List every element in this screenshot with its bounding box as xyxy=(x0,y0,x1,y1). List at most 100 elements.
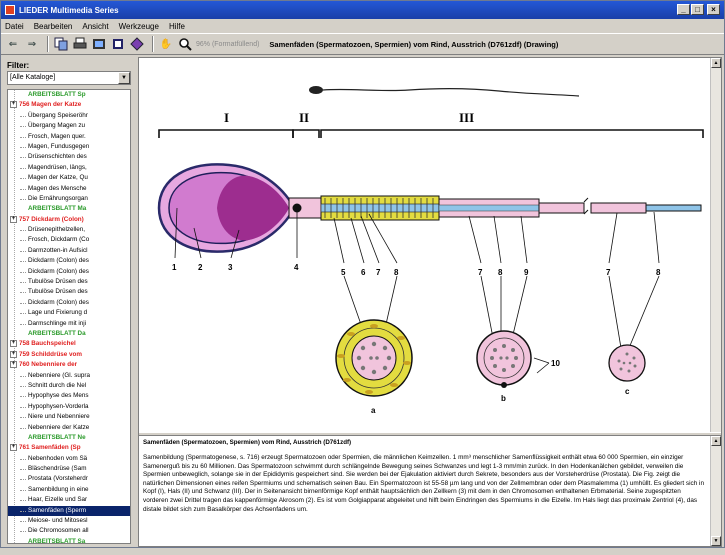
tree-item-label: Schnitt durch die Nel xyxy=(28,381,87,389)
tree-worksheet[interactable]: ARBEITSBLATT Sp xyxy=(8,90,130,100)
back-arrow-icon[interactable]: ⇐ xyxy=(8,38,18,50)
scroll-down-icon[interactable]: ▼ xyxy=(711,536,721,546)
tree-item-label: Frosch, Magen quer. xyxy=(28,132,86,140)
menu-werkzeuge[interactable]: Werkzeuge xyxy=(118,21,159,31)
close-button[interactable]: × xyxy=(707,4,720,15)
tree-chapter[interactable]: +761 Samenfäden (Sp xyxy=(8,443,130,453)
cross-section-a: a xyxy=(335,319,413,415)
minimize-button[interactable]: _ xyxy=(677,4,690,15)
gem-icon[interactable] xyxy=(129,36,145,52)
tree-item[interactable]: Magen, Fundusgegen xyxy=(8,142,130,152)
tree-item[interactable]: Dickdarm (Colon) des xyxy=(8,256,130,266)
tree-item[interactable]: Drüsenepithelzellen, xyxy=(8,225,130,235)
tree-item[interactable]: Samenbildung in eine xyxy=(8,485,130,495)
maximize-button[interactable]: □ xyxy=(691,4,704,15)
text-scrollbar[interactable]: ▲ ▼ xyxy=(710,436,721,546)
expand-icon[interactable]: + xyxy=(10,101,17,109)
tree-worksheet[interactable]: ARBEITSBLATT Da xyxy=(8,329,130,339)
tree-item[interactable]: Dickdarm (Colon) des xyxy=(8,298,130,308)
tree-chapter[interactable]: +759 Schilddrüse vom xyxy=(8,350,130,360)
tree-item[interactable]: Frosch, Magen quer. xyxy=(8,132,130,142)
tree-item[interactable]: Lage und Fixierung d xyxy=(8,308,130,318)
tree-item[interactable]: Die Chromosomen all xyxy=(8,526,130,536)
expand-icon[interactable]: + xyxy=(10,360,17,368)
tree-item[interactable]: Magen des Mensche xyxy=(8,184,130,194)
forward-arrow-icon[interactable]: ⇒ xyxy=(27,38,37,50)
tree-item-label: Niere und Nebenniere xyxy=(28,413,90,421)
tree-item[interactable]: Frosch, Dickdarm (Co xyxy=(8,235,130,245)
copy-icon[interactable] xyxy=(53,36,69,52)
expand-icon[interactable]: + xyxy=(10,350,17,358)
tree-item-label: 758 Bauchspeichel xyxy=(19,340,76,348)
catalog-pane: Filter: [Alle Kataloge] ▼ ARBEITSBLATT S… xyxy=(3,57,135,547)
tree-worksheet[interactable]: ARBEITSBLATT Sa xyxy=(8,537,130,543)
menu-ansicht[interactable]: Ansicht xyxy=(82,21,109,31)
magnifier-icon[interactable] xyxy=(177,36,193,52)
tree-chapter[interactable]: +758 Bauchspeichel xyxy=(8,339,130,349)
tree-item-label: Magen der Katze, Qu xyxy=(28,174,88,182)
tree-item-label: Drüsenepithelzellen, xyxy=(28,226,86,234)
tree-item[interactable]: Darmzotten-in Aufsicl xyxy=(8,246,130,256)
tree-item[interactable]: Nebenhoden vom Sä xyxy=(8,454,130,464)
tree-item[interactable]: Magen der Katze, Qu xyxy=(8,173,130,183)
tree-item[interactable]: Tubulöse Drüsen des xyxy=(8,287,130,297)
tree-item[interactable]: Dickdarm (Colon) des xyxy=(8,267,130,277)
tree-item[interactable]: Nebenniere der Katze xyxy=(8,423,130,433)
tree-item[interactable]: Tubulöse Drüsen des xyxy=(8,277,130,287)
app-icon xyxy=(5,5,15,15)
menu-datei[interactable]: Datei xyxy=(5,21,24,31)
description-body: Samenbildung (Spermatogenese, s. 716) er… xyxy=(143,454,705,513)
expand-icon[interactable]: + xyxy=(10,444,17,452)
region-brackets xyxy=(158,129,704,138)
slideshow-icon[interactable] xyxy=(91,36,107,52)
tree-item[interactable]: Hypophyse des Mens xyxy=(8,391,130,401)
tree-item[interactable]: Darmschlinge mit inji xyxy=(8,319,130,329)
zoom-level[interactable]: 96% (Formatfüllend) xyxy=(196,40,260,48)
tree-worksheet[interactable]: ARBEITSBLATT Ma xyxy=(8,204,130,214)
document-title: Samenfäden (Spermatozoen, Spermien) vom … xyxy=(269,39,559,49)
tree-item[interactable]: Übergang Magen zu xyxy=(8,121,130,131)
tree-item[interactable]: Die Ernährungsorgan xyxy=(8,194,130,204)
tree-item[interactable]: Drüsenschichten des xyxy=(8,152,130,162)
menu-hilfe[interactable]: Hilfe xyxy=(168,21,185,31)
drawing-viewer[interactable]: I II III xyxy=(139,58,711,432)
menu-bearbeiten[interactable]: Bearbeiten xyxy=(33,21,73,31)
chevron-down-icon[interactable]: ▼ xyxy=(118,72,130,84)
tree-chapter[interactable]: +760 Nebenniere der xyxy=(8,360,130,370)
pane-splitter[interactable] xyxy=(139,432,721,436)
tree-item-label: Darmzotten-in Aufsicl xyxy=(28,246,88,254)
print-icon[interactable] xyxy=(72,36,88,52)
book-icon[interactable] xyxy=(110,36,126,52)
tree-item[interactable]: Magendrüsen, längs, xyxy=(8,163,130,173)
tree-item[interactable]: Schnitt durch die Nel xyxy=(8,381,130,391)
tree-item[interactable]: Meiose- und Mitosesl xyxy=(8,516,130,526)
scroll-up-icon[interactable]: ▲ xyxy=(711,436,721,446)
tree-item-label: 760 Nebenniere der xyxy=(19,361,78,369)
label-10: 10 xyxy=(551,359,560,368)
tree-item-label: Übergang Magen zu xyxy=(28,122,86,130)
tree-item[interactable]: Prostata (Vorsteherdr xyxy=(8,474,130,484)
label-4: 4 xyxy=(294,263,299,272)
expand-icon[interactable]: + xyxy=(10,340,17,348)
tree-chapter[interactable]: +757 Dickdarm (Colon) xyxy=(8,215,130,225)
hand-icon[interactable]: ✋ xyxy=(159,38,173,50)
label-8b: 8 xyxy=(498,268,503,277)
tree-item[interactable]: Hypophysen-Vorderla xyxy=(8,402,130,412)
tree-item[interactable]: Niere und Nebenniere xyxy=(8,412,130,422)
tree-item[interactable]: Samenfäden (Sperm xyxy=(8,505,130,517)
tree-item-label: Die Ernährungsorgan xyxy=(28,194,88,202)
tree-chapter[interactable]: +756 Magen der Katze xyxy=(8,100,130,110)
filter-dropdown[interactable]: [Alle Kataloge] ▼ xyxy=(7,71,131,85)
tree-item[interactable]: Nebenniere (Gl. supra xyxy=(8,371,130,381)
tree-item[interactable]: Übergang Speiseröhr xyxy=(8,111,130,121)
menu-bar: Datei Bearbeiten Ansicht Werkzeuge Hilfe xyxy=(1,19,724,33)
tree-item[interactable]: Haar, Eizelle und Sar xyxy=(8,495,130,505)
expand-icon[interactable]: + xyxy=(10,215,17,223)
tree-item[interactable]: Bläschendrüse (Sam xyxy=(8,464,130,474)
scroll-up-icon[interactable]: ▲ xyxy=(711,58,721,68)
drawing-scrollbar[interactable]: ▲ xyxy=(710,58,721,432)
sperm-neck xyxy=(288,197,322,219)
tree-worksheet[interactable]: ARBEITSBLATT Ne xyxy=(8,433,130,443)
description-text: Samenfäden (Spermatozoen, Spermien) vom … xyxy=(139,436,711,546)
